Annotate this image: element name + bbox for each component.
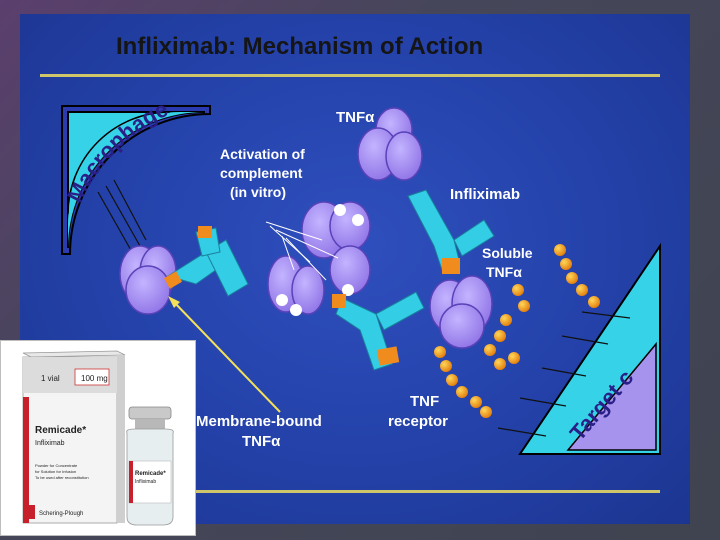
complement-label-line1: Activation of: [220, 146, 305, 162]
carton-dose: 100 mg: [81, 374, 108, 383]
slide-title: Infliximab: Mechanism of Action: [116, 33, 483, 60]
product-illustration: 1 vial 100 mg Remicade* Infliximab Powde…: [22, 350, 174, 526]
infliximab-antibody: [163, 226, 249, 297]
soluble-tnf-dots: [434, 244, 600, 418]
carton-form-line1: Powder for Concentrate: [35, 463, 78, 468]
soluble-tnf-label-line2: TNFα: [486, 264, 522, 280]
carton-form-line3: To be used after reconstitution: [35, 475, 89, 480]
soluble-tnf-label-line1: Soluble: [482, 245, 533, 261]
complement-label-line2: complement: [220, 165, 303, 181]
title-underline: [40, 74, 660, 77]
membrane-bound-label-line2: TNFα: [242, 433, 281, 450]
remicade-carton: 1 vial 100 mg Remicade* Infliximab Powde…: [22, 350, 126, 524]
membrane-bound-tnf-trimer: [119, 245, 177, 315]
complement-activation-cluster: [265, 201, 371, 316]
infliximab-antibody: [332, 291, 425, 371]
membrane-bound-label-line1: Membrane-bound: [196, 413, 322, 430]
tnf-receptor-label-line2: receptor: [388, 413, 448, 430]
infliximab-label: Infliximab: [450, 186, 520, 203]
macrophage-cell: [61, 105, 211, 255]
receptor-bound-tnf-trimer: [429, 275, 493, 349]
carton-generic: Infliximab: [35, 440, 65, 447]
tnf-receptor-label-line1: TNF: [410, 393, 439, 410]
carton-form-line2: for Solution for Infusion: [35, 469, 76, 474]
remicade-product-photo: 1 vial 100 mg Remicade* Infliximab Powde…: [0, 340, 196, 536]
slide: Infliximab: Mechanism of Action Macropha…: [20, 14, 690, 524]
complement-label-line3: (in vitro): [230, 184, 286, 200]
carton-brand: Remicade*: [35, 425, 86, 436]
vial-generic: Infliximab: [135, 479, 156, 485]
carton-vial-count: 1 vial: [41, 374, 60, 383]
membrane-anchor-line: [105, 185, 141, 247]
carton-maker: Schering-Plough: [39, 511, 83, 517]
infliximab-antibody: [407, 189, 495, 274]
tnf-alpha-label: TNFα: [336, 109, 375, 126]
vial-brand: Remicade*: [135, 471, 166, 477]
soluble-tnf-trimer-top: [357, 107, 423, 181]
remicade-vial: Remicade* Infliximab: [126, 406, 174, 526]
bottom-rule: [196, 490, 660, 493]
target-cell: [497, 242, 661, 455]
membrane-anchor-line: [113, 179, 147, 241]
membrane-bound-arrow: [168, 296, 281, 413]
membrane-anchor-line: [97, 191, 133, 253]
